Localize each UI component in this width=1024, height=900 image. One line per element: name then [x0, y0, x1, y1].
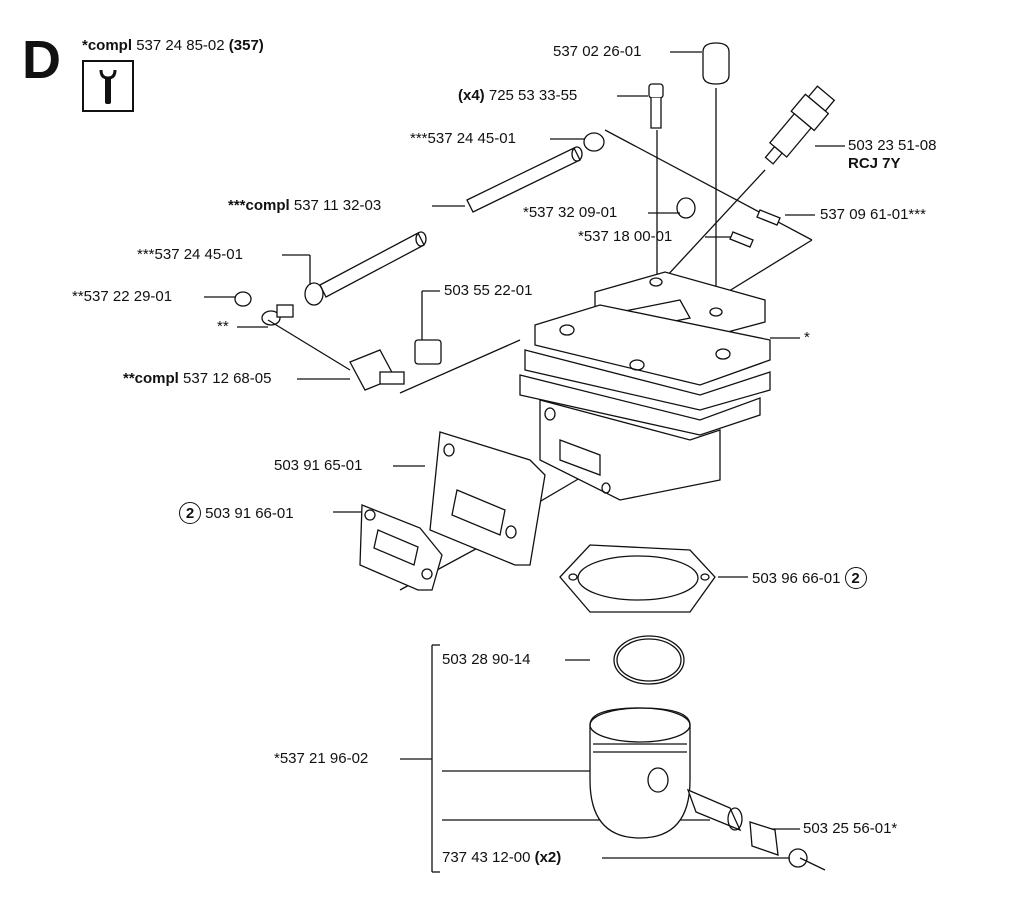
- label-circlip-number: 737 43 12-00: [442, 849, 531, 866]
- label-cap: 537 02 26-01: [553, 43, 642, 60]
- kit-count: (357): [228, 37, 264, 54]
- label-fitting-prefix: **compl: [123, 370, 179, 387]
- label-gasket-small-number: 503 91 66-01: [205, 505, 294, 522]
- label-gasket-plate: 503 91 65-01: [274, 457, 363, 474]
- label-plug-small: **537 22 29-01: [72, 288, 173, 305]
- label-spark-plug: 503 23 51-08: [848, 137, 937, 154]
- label-circlip: 737 43 12-00 (x2): [442, 849, 561, 867]
- label-sleeve: *537 18 00-01: [578, 228, 673, 245]
- label-clip2: *537 32 09-01: [523, 204, 618, 221]
- kit-number: 537 24 85-02: [136, 37, 225, 54]
- label-screw: (x4) 725 53 33-55: [458, 87, 577, 105]
- label-base-gasket-number: 503 96 66-01: [752, 570, 841, 587]
- label-nipple-right: 537 09 61-01***: [820, 206, 926, 223]
- label-bearing: 503 25 56-01*: [803, 820, 898, 837]
- label-tube-number: 537 11 32-03: [293, 197, 382, 214]
- label-tube: ***compl 537 11 32-03: [228, 197, 381, 215]
- label-clip-top: ***537 24 45-01: [410, 130, 516, 147]
- label-gasket-small-qty: 2: [179, 502, 201, 524]
- wrench-icon: [99, 69, 117, 104]
- label-screw-qty: (x4): [458, 87, 485, 104]
- label-fitting: **compl 537 12 68-05: [123, 370, 271, 388]
- label-screw-number: 725 53 33-55: [488, 87, 578, 104]
- section-letter: D: [22, 30, 61, 90]
- label-washer: **: [217, 318, 229, 335]
- kit-prefix: *compl: [82, 37, 133, 54]
- label-piston-kit: *537 21 96-02: [274, 750, 369, 767]
- label-circlip-qty: (x2): [534, 849, 562, 866]
- label-gasket-small: 2 503 91 66-01: [179, 502, 294, 524]
- label-cylinder: *: [804, 329, 810, 346]
- label-tube-prefix: ***compl: [228, 197, 290, 214]
- label-spark-plug-type: RCJ 7Y: [848, 155, 901, 172]
- label-base-gasket-qty: 2: [844, 567, 867, 589]
- label-fitting-number: 537 12 68-05: [183, 370, 272, 387]
- label-clip-left: ***537 24 45-01: [137, 246, 243, 263]
- kit-header: *compl 537 24 85-02 (357): [82, 37, 264, 55]
- label-valve: 503 55 22-01: [444, 282, 533, 299]
- label-ring: 503 28 90-14: [442, 651, 531, 668]
- tool-box: [82, 60, 134, 112]
- label-base-gasket: 503 96 66-01 2: [752, 567, 867, 589]
